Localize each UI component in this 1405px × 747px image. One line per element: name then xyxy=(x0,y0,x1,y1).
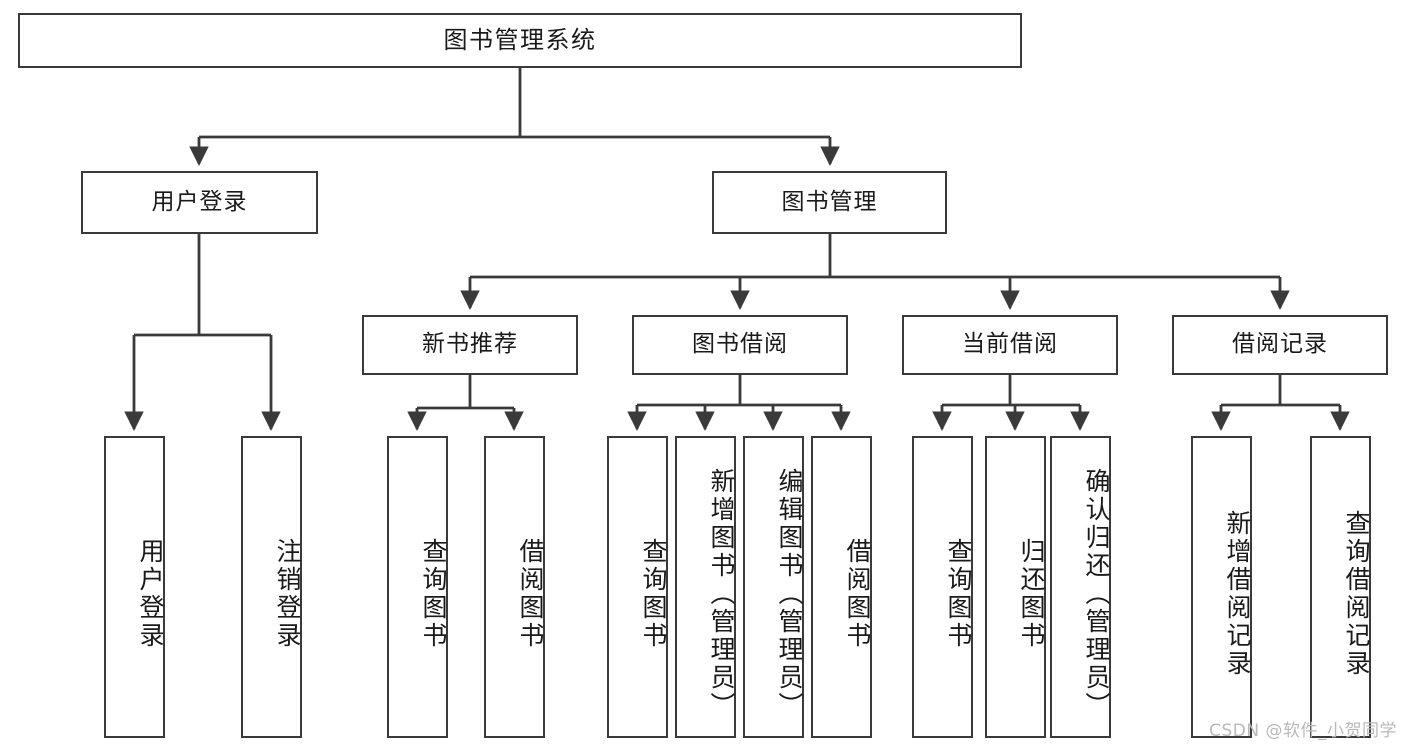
node-leaf-return-book[interactable]: 归还图书 xyxy=(985,436,1046,738)
node-leaf-query-book-3[interactable]: 查询图书 xyxy=(912,436,973,738)
node-book-borrow[interactable]: 图书借阅 xyxy=(632,315,848,375)
node-leaf-add-borrow-record[interactable]: 新增借阅记录 xyxy=(1191,436,1252,738)
leaf-label: 注销登录 xyxy=(273,538,302,650)
node-leaf-edit-book-admin[interactable]: 编辑图书（管理员） xyxy=(743,436,804,738)
leaf-label: 查询图书 xyxy=(419,538,448,650)
leaf-label: 查询图书 xyxy=(944,538,973,650)
leaf-label: 新增借阅记录 xyxy=(1223,510,1252,678)
node-root-system[interactable]: 图书管理系统 xyxy=(18,13,1022,68)
node-leaf-query-book-1[interactable]: 查询图书 xyxy=(387,436,448,738)
node-user-login[interactable]: 用户登录 xyxy=(81,171,318,234)
node-leaf-add-book-admin[interactable]: 新增图书（管理员） xyxy=(675,436,736,738)
node-leaf-user-login[interactable]: 用户登录 xyxy=(104,436,165,738)
leaf-label: 借阅图书 xyxy=(516,538,545,650)
leaf-label: 归还图书 xyxy=(1017,538,1046,650)
node-leaf-query-borrow-record[interactable]: 查询借阅记录 xyxy=(1310,436,1371,738)
node-leaf-borrow-book-2[interactable]: 借阅图书 xyxy=(811,436,872,738)
node-leaf-confirm-return-admin[interactable]: 确认归还（管理员） xyxy=(1050,436,1111,738)
node-current-borrow[interactable]: 当前借阅 xyxy=(902,315,1118,375)
node-leaf-query-book-2[interactable]: 查询图书 xyxy=(607,436,668,738)
node-leaf-borrow-book-1[interactable]: 借阅图书 xyxy=(484,436,545,738)
node-new-book-recommend[interactable]: 新书推荐 xyxy=(362,315,578,375)
node-borrow-record[interactable]: 借阅记录 xyxy=(1172,315,1388,375)
leaf-label: 编辑图书（管理员） xyxy=(775,468,804,720)
leaf-label: 新增图书（管理员） xyxy=(707,468,736,720)
csdn-watermark: CSDN @软件_小贺同学 xyxy=(1209,721,1397,741)
leaf-label: 借阅图书 xyxy=(843,538,872,650)
leaf-label: 查询借阅记录 xyxy=(1342,510,1371,678)
node-leaf-logout[interactable]: 注销登录 xyxy=(241,436,302,738)
leaf-label: 查询图书 xyxy=(639,538,668,650)
leaf-label: 用户登录 xyxy=(136,538,165,650)
leaf-label: 确认归还（管理员） xyxy=(1082,468,1111,720)
node-book-manage[interactable]: 图书管理 xyxy=(712,171,947,234)
